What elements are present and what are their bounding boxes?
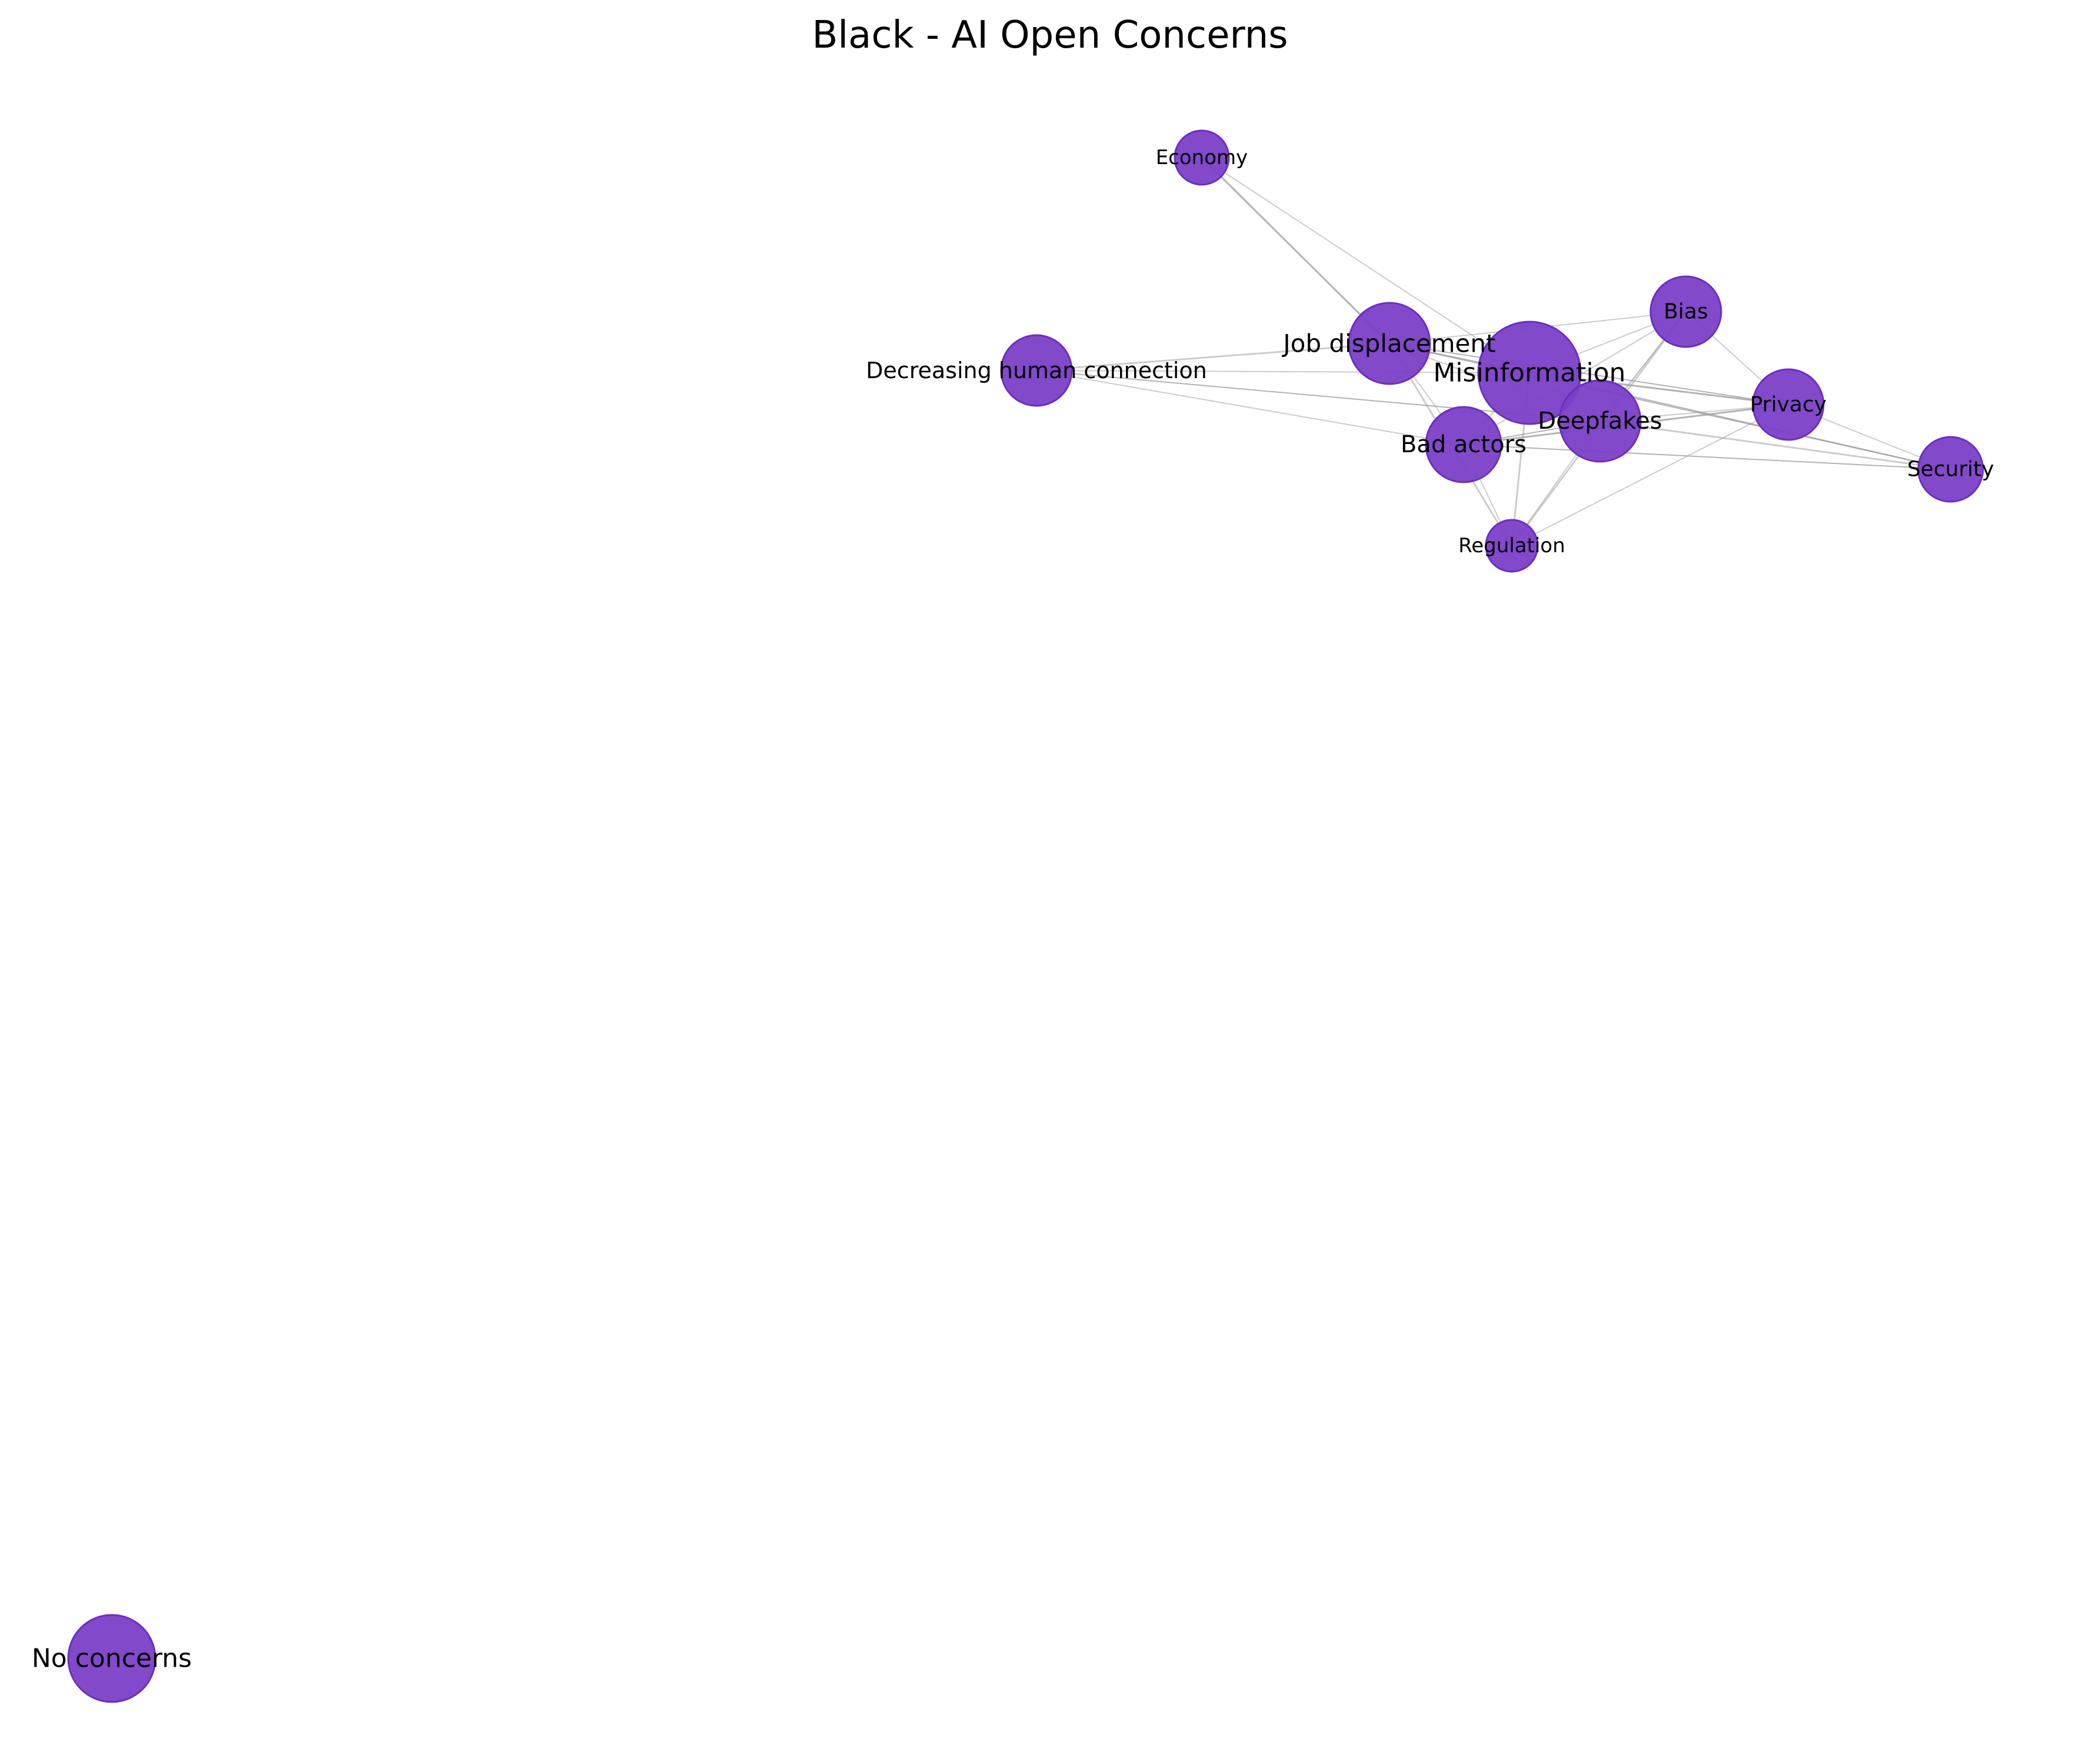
node-label-dhc: Decreasing human connection (866, 358, 1207, 383)
edge-economy-misinfo (1201, 157, 1530, 373)
node-label-deepfakes: Deepfakes (1538, 408, 1662, 435)
edge-economy-job (1201, 156, 1391, 345)
edge-job-dhc (1036, 342, 1390, 372)
node-label-bias: Bias (1664, 300, 1708, 324)
edge-privacy-regulation (1511, 404, 1789, 546)
node-label-security: Security (1907, 458, 1994, 482)
node-bias[interactable] (1649, 275, 1722, 348)
node-label-none: No concerns (32, 1644, 192, 1674)
node-label-regulation: Regulation (1458, 534, 1565, 558)
node-misinfo[interactable] (1477, 321, 1582, 425)
node-security[interactable] (1917, 436, 1984, 503)
node-job[interactable] (1348, 302, 1431, 385)
node-bad[interactable] (1425, 406, 1502, 483)
chart-title: Black - AI Open Concerns (812, 14, 1288, 57)
node-label-bad: Bad actors (1401, 431, 1526, 458)
node-label-misinfo: Misinformation (1433, 358, 1625, 388)
node-none[interactable] (67, 1614, 156, 1703)
edge-bad-security (1463, 444, 1951, 470)
node-label-job: Job displacement (1281, 329, 1495, 358)
edge-misinfo-dhc (1036, 370, 1530, 373)
node-regulation[interactable] (1485, 519, 1539, 573)
node-dhc[interactable] (1000, 334, 1073, 407)
node-deepfakes[interactable] (1558, 379, 1642, 463)
node-label-economy: Economy (1156, 146, 1248, 169)
edge-deepfakes-security (1599, 420, 1951, 470)
node-economy[interactable] (1174, 129, 1230, 186)
node-label-privacy: Privacy (1750, 393, 1826, 417)
nodes-layer (67, 129, 1984, 1703)
node-privacy[interactable] (1752, 368, 1825, 441)
edge-dhc-bad (1036, 370, 1464, 445)
edge-job-privacy (1389, 343, 1789, 405)
